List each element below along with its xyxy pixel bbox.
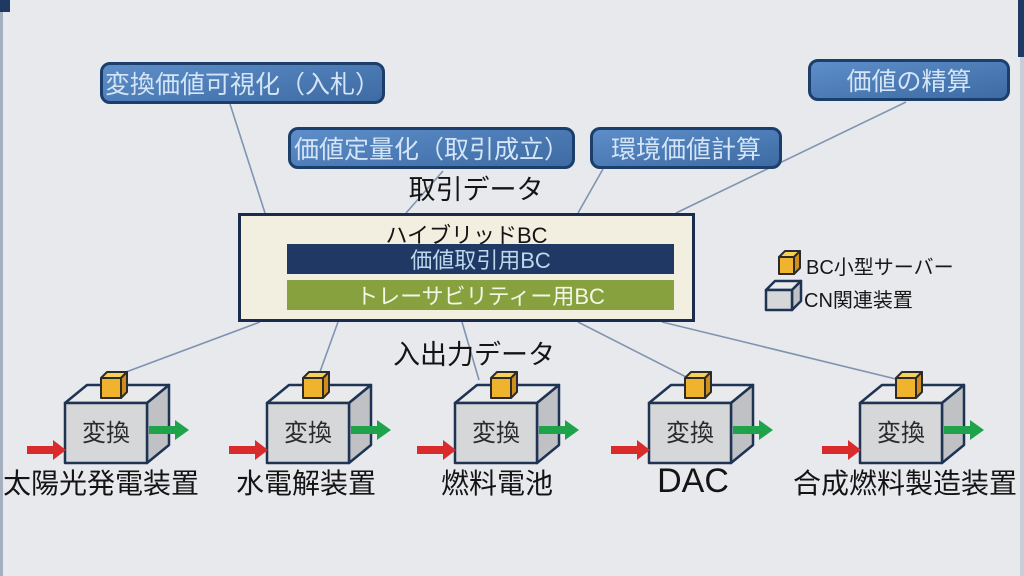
left-edge-artifact	[0, 0, 3, 576]
input-arrow-icon	[229, 440, 268, 460]
traceability-bc-layer: トレーサビリティー用BC	[287, 280, 674, 310]
hybrid-bc-title: ハイブリッドBC	[385, 223, 548, 248]
device-cube-electrolysis: 変換	[229, 371, 391, 465]
device-label-electrolysis: 水電解装置	[235, 468, 377, 499]
device-label-solar: 太陽光発電装置	[2, 468, 200, 499]
output-arrow-icon	[539, 420, 579, 440]
conversion-label: 変換	[877, 420, 925, 447]
top-left-corner-artifact	[0, 0, 10, 12]
device-cube-solar: 変換	[27, 371, 189, 465]
right-edge-artifact	[1020, 57, 1024, 576]
process-label-quantify: 価値定量化（取引成立）	[288, 127, 575, 169]
connector-line	[661, 321, 901, 381]
device-label-dac: DAC	[657, 462, 729, 500]
connector-line	[675, 101, 907, 214]
output-arrow-icon	[733, 420, 773, 440]
conversion-label: 変換	[82, 420, 130, 447]
device-cube-synfuel: 変換	[822, 371, 984, 465]
process-label-bid: 変換価値可視化（入札）	[100, 62, 385, 104]
legend-cn-device-label: CN関連装置	[804, 290, 913, 312]
output-arrow-icon	[351, 420, 391, 440]
legend-bc-server-label: BC小型サーバー	[806, 257, 954, 279]
small-yellow-cube-icon	[778, 250, 801, 275]
output-arrow-icon	[944, 420, 984, 440]
device-cube-dac: 変換	[611, 371, 773, 465]
device-cube-fuel-cell: 変換	[417, 371, 579, 465]
device-label-synfuel: 合成燃料製造装置	[792, 468, 1018, 499]
value-trading-bc-layer: 価値取引用BC	[287, 244, 674, 274]
input-arrow-icon	[611, 440, 650, 460]
gray-cube-icon	[764, 279, 803, 312]
output-arrow-icon	[149, 420, 189, 440]
connector-line	[109, 321, 261, 379]
connector-line	[577, 168, 604, 214]
input-arrow-icon	[822, 440, 861, 460]
connector-line	[405, 170, 444, 214]
input-arrow-icon	[417, 440, 456, 460]
device-label-fuel-cell: 燃料電池	[440, 468, 554, 499]
process-label-environment-value: 環境価値計算	[590, 127, 782, 169]
connector-line	[461, 321, 480, 381]
connector-line	[316, 321, 339, 381]
right-edge-top-artifact	[1018, 0, 1024, 57]
io-data-label: 入出力データ	[393, 340, 555, 370]
process-label-settlement: 価値の精算	[808, 59, 1010, 101]
hybrid-bc-box: ハイブリッドBC 価値取引用BC トレーサビリティー用BC	[238, 213, 695, 322]
connector-line	[577, 321, 693, 381]
conversion-label: 変換	[284, 420, 332, 447]
conversion-label: 変換	[666, 420, 714, 447]
input-arrow-icon	[27, 440, 66, 460]
transaction-data-label: 取引データ	[408, 175, 544, 205]
connector-line	[229, 103, 266, 214]
conversion-label: 変換	[472, 420, 520, 447]
